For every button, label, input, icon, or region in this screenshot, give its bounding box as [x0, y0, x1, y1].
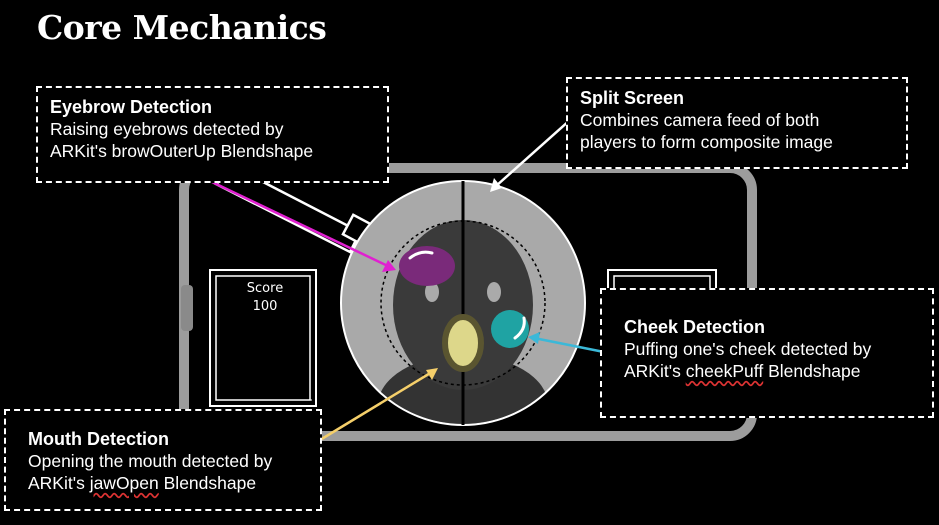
cheek-arrow [528, 332, 605, 354]
cheek-line2-pre: ARKit's [624, 361, 686, 381]
eyebrow-callout: Eyebrow Detection Raising eyebrows detec… [36, 86, 389, 183]
mouth-line2-pre: ARKit's [28, 473, 90, 493]
mouth-arrow [319, 368, 438, 442]
split-line1: Combines camera feed of both [580, 110, 820, 130]
cheek-blob [491, 310, 529, 348]
phone-side-button [181, 285, 193, 331]
score-card: Score 100 [222, 280, 308, 316]
score-value: 100 [252, 299, 278, 314]
mouth-line2: ARKit's jawOpen Blendshape [28, 472, 308, 494]
page-title: Core Mechanics [37, 8, 327, 47]
mouth-blob [442, 314, 484, 372]
split-line2: players to form composite image [580, 132, 833, 152]
right-eye [487, 282, 501, 302]
cheek-line2: ARKit's cheekPuff Blendshape [624, 360, 920, 382]
split-heading: Split Screen [580, 88, 685, 108]
eyebrow-line2: ARKit's browOuterUp Blendshape [50, 141, 314, 161]
mouth-callout: Mouth Detection Opening the mouth detect… [4, 409, 322, 511]
mouth-heading: Mouth Detection [28, 429, 169, 449]
eyebrow-line1: Raising eyebrows detected by [50, 119, 284, 139]
eyebrow-arrow [211, 180, 396, 272]
mouth-line2-key: jawOpen [89, 473, 159, 493]
cheek-line2-post: Blendshape [763, 361, 861, 381]
cheek-heading: Cheek Detection [624, 317, 766, 337]
cheek-line1: Puffing one's cheek detected by [624, 339, 872, 359]
cheek-line2-key: cheekPuff [685, 361, 764, 381]
left-eye [425, 282, 439, 302]
mouth-line1: Opening the mouth detected by [28, 451, 273, 471]
split-arrow [490, 119, 571, 192]
split-callout: Split Screen Combines camera feed of bot… [566, 77, 908, 169]
eyebrow-heading: Eyebrow Detection [50, 97, 213, 117]
cheek-callout: Cheek Detection Puffing one's cheek dete… [600, 288, 934, 418]
mouth-line2-post: Blendshape [158, 473, 257, 493]
score-label: Score [246, 281, 284, 296]
